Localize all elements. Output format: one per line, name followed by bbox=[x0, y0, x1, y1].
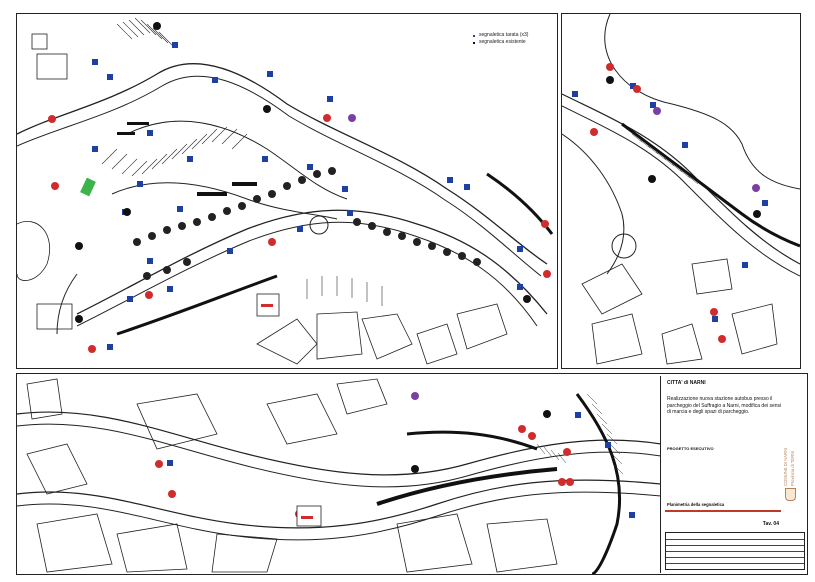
map-legend: segnaletica tarata (x3) segnaletica esis… bbox=[473, 32, 528, 46]
prohibition-signs bbox=[155, 425, 574, 518]
stamp-line-2: Provincia di TERNI bbox=[790, 450, 795, 486]
map-panel-lower-drawing bbox=[17, 378, 661, 574]
drawing-content-title: Planimetria della segnaletica bbox=[667, 502, 725, 507]
prohibition-signs bbox=[48, 114, 551, 353]
parking-stalls-middle bbox=[101, 126, 248, 177]
legend-label-new: segnaletica tarata (x3) bbox=[479, 32, 529, 38]
project-description: Realizzazione nuova stazione autobus pre… bbox=[667, 396, 782, 415]
trees bbox=[133, 167, 481, 280]
title-block: CITTA' di NARNI Realizzazione nuova staz… bbox=[660, 376, 807, 573]
buildings bbox=[17, 33, 508, 365]
map-panel-road-detail-drawing bbox=[562, 14, 800, 365]
revision-table bbox=[665, 532, 805, 570]
legend-item-new: segnaletica tarata (x3) bbox=[473, 32, 528, 39]
city-name: CITTA' di NARNI bbox=[667, 380, 706, 386]
buildings bbox=[581, 258, 778, 365]
new-signs bbox=[572, 83, 768, 322]
prohibition-signs bbox=[590, 63, 726, 343]
legend-item-existing: segnaletica esistente bbox=[473, 39, 528, 46]
green-area bbox=[80, 177, 96, 197]
embankment-hatch bbox=[536, 393, 624, 475]
map-panel-parking-overview[interactable]: segnaletica tarata (x3) segnaletica esis… bbox=[16, 13, 558, 369]
parking-stalls-lower bbox=[306, 276, 383, 306]
coat-of-arms-icon bbox=[785, 488, 796, 501]
existing-signs bbox=[411, 410, 551, 473]
municipality-stamp: COMUNE DI NARNI Provincia di TERNI bbox=[779, 396, 801, 506]
purple-sign bbox=[653, 107, 661, 115]
new-signs bbox=[167, 412, 635, 518]
map-panel-overview-drawing bbox=[17, 17, 554, 365]
purple-sign-2 bbox=[752, 184, 760, 192]
bus-shelters bbox=[117, 122, 257, 196]
blue-sign-post-icon bbox=[473, 34, 475, 37]
legend-label-existing: segnaletica esistente bbox=[479, 39, 526, 45]
project-phase: PROGETTO ESECUTIVO bbox=[667, 446, 714, 451]
new-signs bbox=[92, 42, 523, 350]
stamp-line-1: COMUNE DI NARNI bbox=[783, 447, 788, 486]
embankment-hatch bbox=[631, 133, 699, 185]
roundabout bbox=[309, 215, 329, 235]
parking-stalls-upper bbox=[116, 17, 175, 48]
map-panel-road-detail[interactable] bbox=[561, 13, 801, 369]
purple-sign bbox=[411, 392, 419, 400]
existing-signs bbox=[606, 76, 761, 218]
buildings bbox=[26, 378, 558, 573]
title-divider bbox=[665, 510, 781, 512]
dark-sign-post-icon bbox=[473, 41, 475, 44]
existing-signs bbox=[75, 22, 531, 323]
roundabout bbox=[611, 233, 637, 259]
purple-sign bbox=[348, 114, 356, 122]
sheet-number: Tav. 04 bbox=[762, 521, 779, 527]
